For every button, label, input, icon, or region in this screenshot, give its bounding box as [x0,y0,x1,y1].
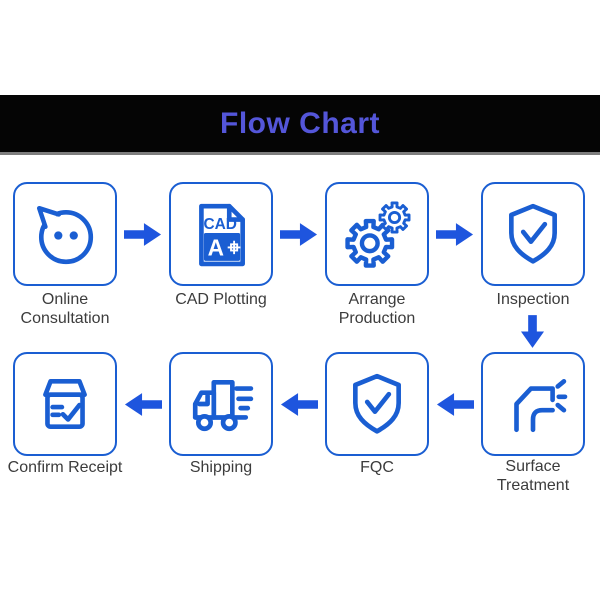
page-title: Flow Chart [220,106,380,140]
arrow-right-icon [124,223,162,246]
cad-file-icon: CAD A [199,203,245,267]
arrow-right-icon [280,223,318,246]
header-band: Flow Chart [0,95,600,155]
step-label: Confirm Receipt [7,459,123,476]
step-label: Surface Treatment [496,458,570,494]
step-box-confirm-receipt [13,352,117,456]
step-box-online-consultation [13,182,117,286]
arrow-left-icon [280,393,318,416]
step-label: Shipping [189,459,253,476]
shield-check-icon [509,203,557,264]
arrow-left-icon [124,393,162,416]
step-label: Arrange Production [338,291,416,327]
surface-treatment-icon [514,378,568,433]
step-label: Inspection [496,291,570,308]
truck-icon [192,380,254,432]
cad-letter-text: A [208,235,224,261]
step-box-cad-plotting: CAD A [169,182,273,286]
step-box-fqc [325,352,429,456]
step-box-surface-treatment [481,352,585,456]
cad-label-text: CAD [203,216,236,233]
step-label: CAD Plotting [175,291,267,308]
step-label: FQC [360,459,394,476]
arrow-left-icon [436,393,474,416]
gears-icon [345,201,411,268]
chat-icon [36,205,94,265]
arrow-down-icon [520,315,545,348]
step-box-inspection [481,182,585,286]
step-box-arrange-production [325,182,429,286]
package-check-icon [43,378,87,430]
arrow-right-icon [436,223,474,246]
step-box-shipping [169,352,273,456]
step-label: Online Consultation [20,291,110,327]
shield-check-icon [353,373,401,434]
